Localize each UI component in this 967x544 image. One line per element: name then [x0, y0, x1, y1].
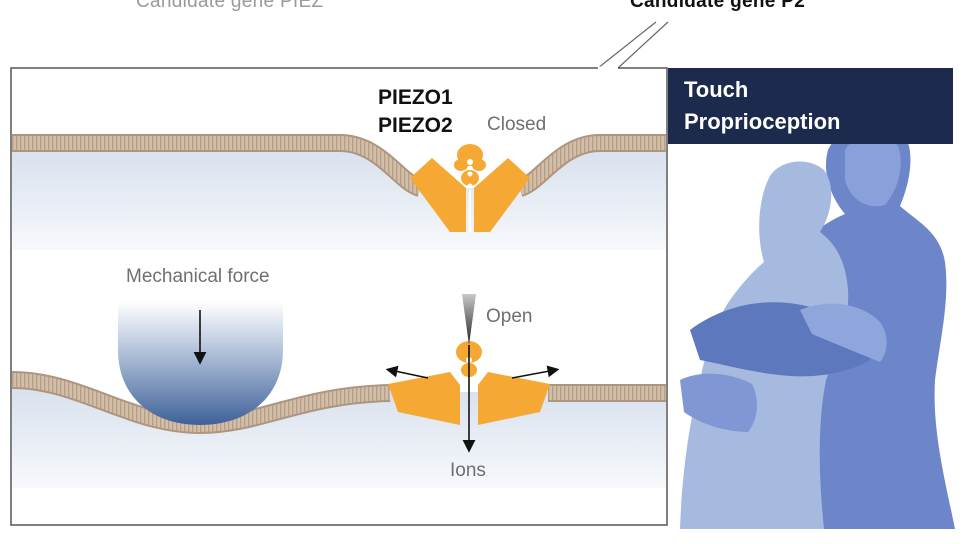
piezo-channel-open: [385, 294, 560, 453]
callout-leader-lines: [597, 21, 669, 69]
piezo-channel-closed: [410, 144, 530, 232]
tension-right-arrow: [511, 365, 560, 379]
candidate-gene-right-label: Candidate gene P2: [630, 0, 806, 12]
pore-funnel: [462, 294, 476, 345]
ions-label: Ions: [450, 460, 486, 481]
side-panel-line-proprioception: Proprioception: [684, 109, 841, 134]
side-panel-title: Touch Proprioception: [668, 68, 953, 144]
membrane-upper-right: [517, 136, 666, 195]
closed-label: Closed: [487, 114, 547, 135]
hugging-people-illustration: [668, 124, 955, 530]
gene-label-piezo2: PIEZO2: [378, 114, 453, 137]
gene-label-piezo1: PIEZO1: [378, 86, 453, 109]
mechanical-force-label: Mechanical force: [126, 266, 270, 287]
cell-interior-closed: [12, 143, 666, 250]
open-label: Open: [486, 306, 533, 327]
side-panel-line-touch: Touch: [684, 77, 749, 102]
candidate-gene-left-label: Candidate gene PIEZ: [136, 0, 324, 12]
membrane-upper-left: [12, 136, 423, 195]
tension-left-arrow: [385, 365, 429, 379]
